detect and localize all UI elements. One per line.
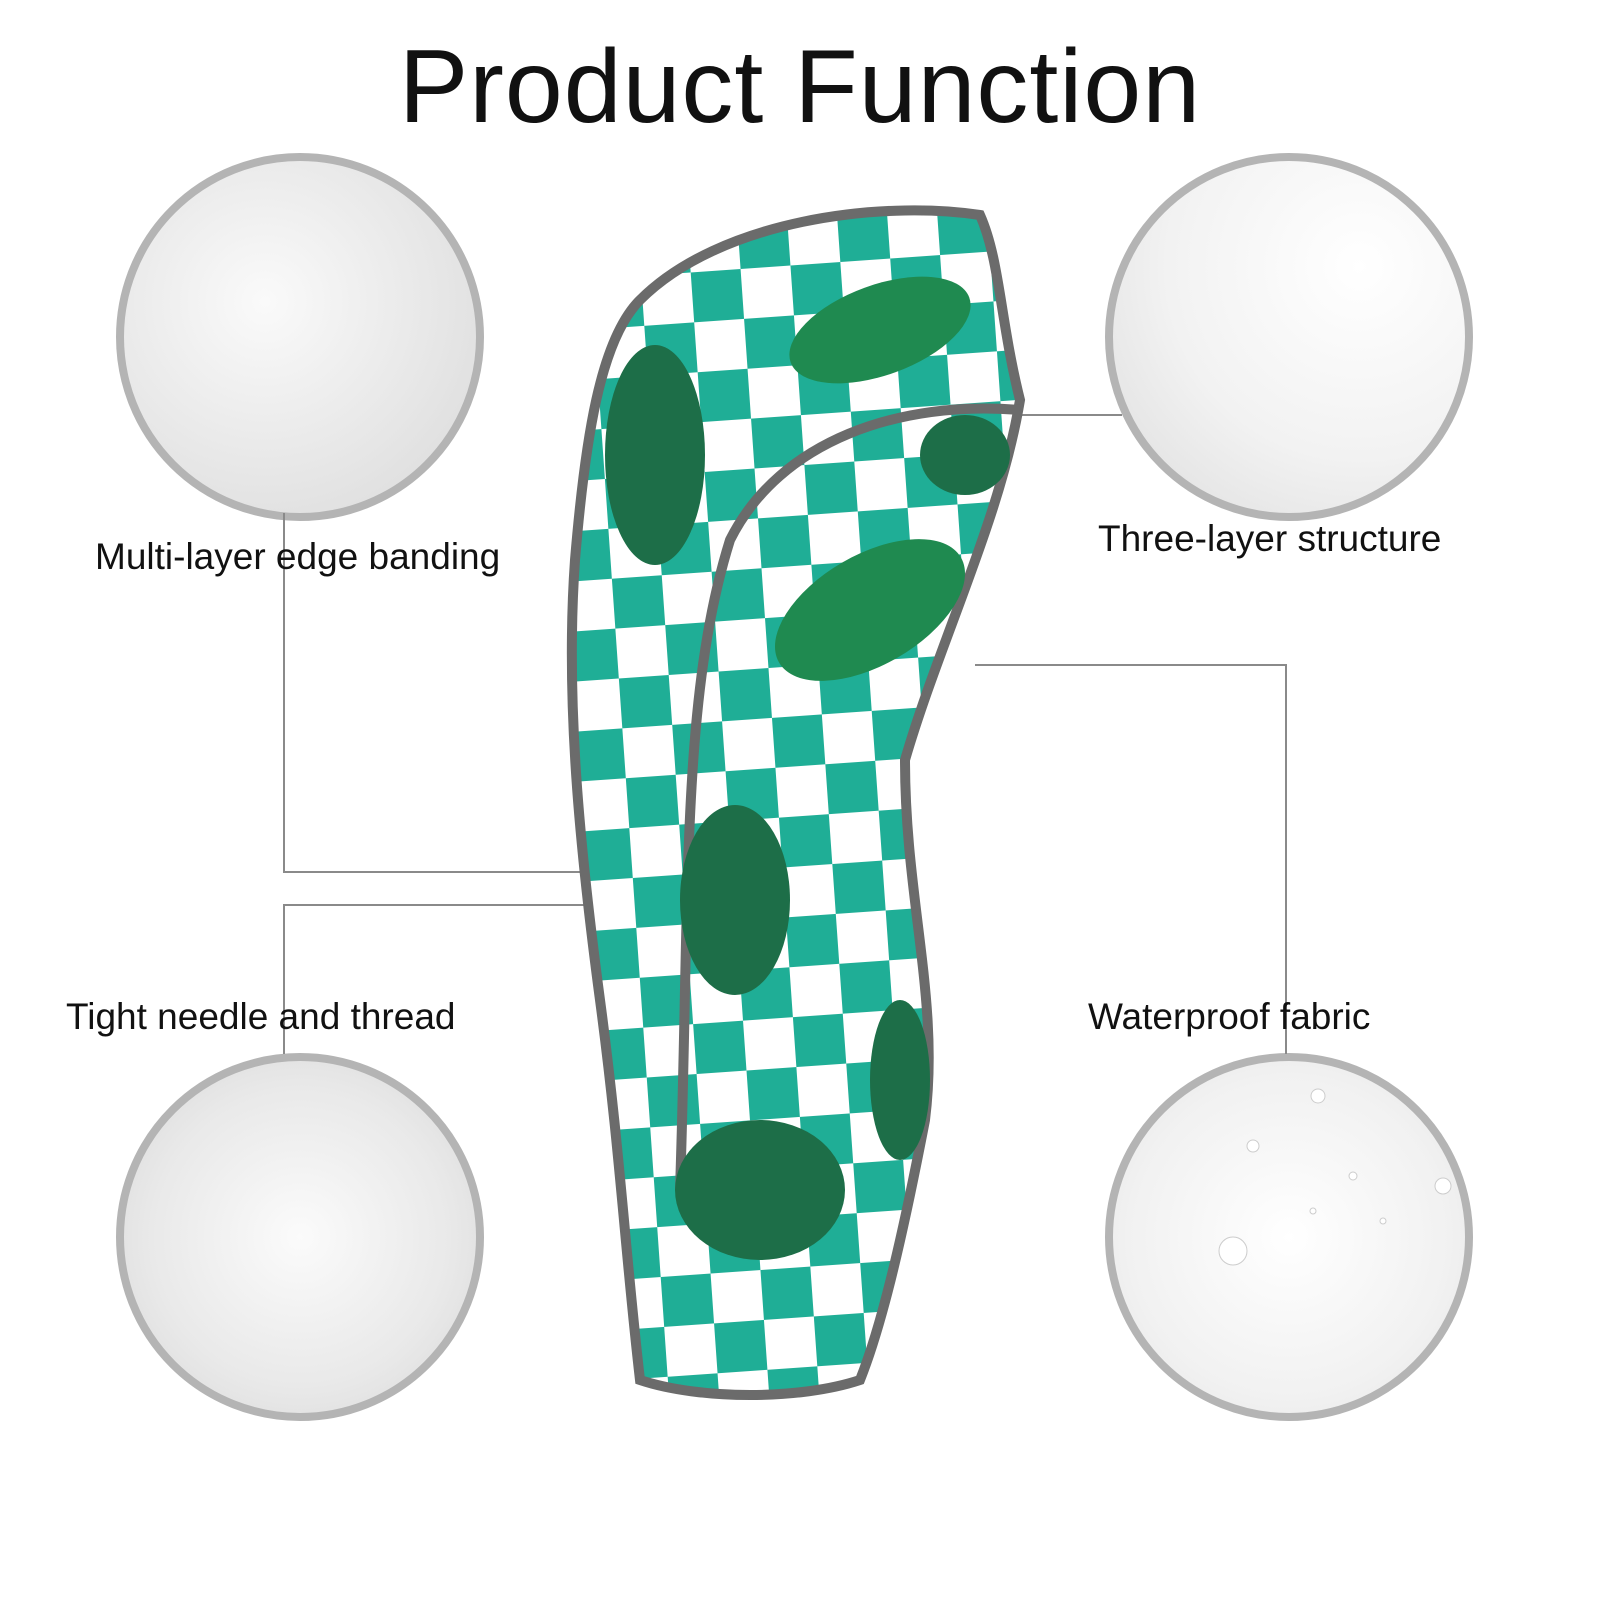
feature-label-waterproof: Waterproof fabric [1088, 996, 1371, 1037]
detail-circle-edge-banding [116, 153, 484, 521]
detail-circle-stitching [116, 1053, 484, 1421]
leaf-motifs [605, 276, 1010, 1260]
connector-line [1285, 664, 1287, 1054]
connector-line [975, 664, 1287, 666]
connector-line [283, 904, 285, 1054]
connector-line [283, 513, 285, 873]
page-title: Product Function [398, 29, 1202, 145]
feature-label-three-layer: Three-layer structure [1098, 518, 1442, 559]
feature-label-edge-banding: Multi-layer edge banding [95, 536, 501, 577]
detail-circle-three-layer [1105, 153, 1473, 521]
feature-label-stitching: Tight needle and thread [66, 996, 456, 1037]
connector-line [283, 871, 593, 873]
water-droplets [1218, 1088, 1452, 1266]
connector-line [283, 904, 593, 906]
connector-line [1020, 414, 1122, 416]
detail-circle-waterproof [1105, 1053, 1473, 1421]
